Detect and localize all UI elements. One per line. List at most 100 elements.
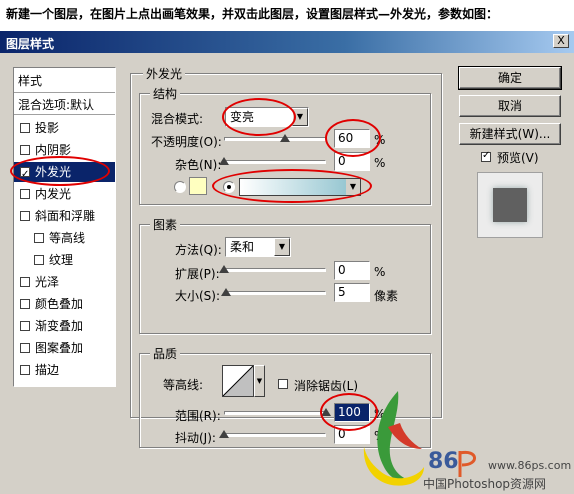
highlight-ellipse (212, 169, 372, 203)
opacity-slider-thumb[interactable] (280, 134, 291, 142)
jitter-slider-thumb[interactable] (219, 430, 229, 438)
style-item-checkbox[interactable] (20, 365, 30, 375)
noise-slider-track[interactable] (224, 160, 326, 164)
86ps-logo-swirl-icon (363, 391, 424, 486)
style-item-label: 内阴影 (35, 143, 72, 157)
technique-select[interactable]: 柔和 ▼ (225, 237, 291, 257)
style-item[interactable]: 内阴影 (14, 140, 115, 160)
size-input[interactable]: 5 (334, 283, 370, 302)
instruction-text: 新建一个图层，在图片上点出画笔效果，并双击此图层，设置图层样式—外发光，参数如图… (6, 7, 499, 21)
spread-slider-thumb[interactable] (219, 265, 229, 273)
size-slider-thumb[interactable] (221, 288, 232, 296)
style-item[interactable]: 斜面和浮雕 (14, 206, 115, 226)
size-unit: 像素 (374, 289, 399, 303)
spread-label: 扩展(P): (175, 267, 220, 281)
elements-group (139, 224, 431, 334)
style-item-checkbox[interactable] (34, 233, 44, 243)
style-item-checkbox[interactable] (20, 299, 30, 309)
solid-color-radio[interactable] (174, 181, 186, 193)
highlight-ellipse (320, 393, 378, 431)
style-item-label: 投影 (35, 121, 60, 135)
highlight-ellipse (325, 119, 381, 157)
style-item-checkbox[interactable] (34, 255, 44, 265)
dialog-titlebar[interactable]: 图层样式 X (0, 31, 574, 53)
outer-glow-title: 外发光 (143, 65, 186, 82)
glow-color-swatch[interactable] (189, 177, 207, 195)
quality-group (139, 353, 431, 448)
preview-label: 预览(V) (497, 151, 539, 165)
styles-header[interactable]: 样式 (18, 74, 43, 88)
style-item[interactable]: 内发光 (14, 184, 115, 204)
size-slider-track[interactable] (224, 291, 326, 295)
contour-picker[interactable] (222, 365, 254, 397)
list-divider (14, 114, 115, 115)
style-item-checkbox[interactable] (20, 189, 30, 199)
styles-list: 样式 混合选项:默认 投影内阴影外发光内发光斜面和浮雕等高线纹理光泽颜色叠加渐变… (13, 67, 116, 387)
style-preview-box (477, 172, 543, 238)
jitter-slider-track[interactable] (224, 433, 326, 437)
structure-title: 结构 (150, 85, 181, 102)
style-item-checkbox[interactable] (20, 211, 30, 221)
chevron-down-icon[interactable]: ▼ (254, 365, 265, 397)
style-item-label: 等高线 (49, 231, 86, 245)
style-item-label: 内发光 (35, 187, 72, 201)
opacity-label: 不透明度(O): (151, 135, 222, 149)
style-item-label: 纹理 (49, 253, 74, 267)
style-item-label: 颜色叠加 (35, 297, 84, 311)
style-item[interactable]: 投影 (14, 118, 115, 138)
spread-input[interactable]: 0 (334, 261, 370, 280)
noise-unit: % (374, 156, 386, 170)
range-slider-track[interactable] (224, 411, 326, 415)
watermark-logo-text: 86 (428, 449, 459, 474)
style-item-checkbox[interactable] (20, 343, 30, 353)
style-item-checkbox[interactable] (20, 277, 30, 287)
watermark-url: www.86ps.com (488, 459, 572, 472)
opacity-slider-track[interactable] (224, 137, 326, 141)
linear-contour-icon (222, 365, 254, 397)
technique-label: 方法(Q): (175, 243, 222, 257)
watermark-site-name: 中国Photoshop资源网 (423, 477, 547, 491)
jitter-label: 抖动(J): (175, 431, 216, 445)
range-unit: % (374, 407, 386, 421)
noise-label: 杂色(N): (175, 158, 222, 172)
dialog-title: 图层样式 (6, 37, 55, 51)
spread-slider-track[interactable] (224, 268, 326, 272)
highlight-ellipse (222, 98, 296, 136)
blending-options-item[interactable]: 混合选项:默认 (18, 98, 95, 112)
watermark-p-icon (458, 450, 476, 477)
noise-slider-thumb[interactable] (219, 157, 229, 165)
spread-unit: % (374, 265, 386, 279)
structure-group (139, 93, 431, 205)
style-item[interactable]: 光泽 (14, 272, 115, 292)
style-item-label: 渐变叠加 (35, 319, 84, 333)
highlight-ellipse (10, 156, 110, 186)
blend-mode-label: 混合模式: (151, 112, 204, 126)
style-item-checkbox[interactable] (20, 145, 30, 155)
quality-title: 品质 (150, 345, 181, 362)
style-item-checkbox[interactable] (20, 321, 30, 331)
style-item[interactable]: 描边 (14, 360, 115, 380)
preview-checkbox[interactable] (481, 150, 491, 162)
ok-button[interactable]: 确定 (458, 66, 562, 90)
style-item[interactable]: 等高线 (14, 228, 115, 248)
list-divider (14, 92, 115, 93)
cancel-button[interactable]: 取消 (459, 95, 561, 117)
style-item-label: 光泽 (35, 275, 60, 289)
style-item[interactable]: 颜色叠加 (14, 294, 115, 314)
contour-label: 等高线: (163, 378, 204, 392)
close-button[interactable]: X (553, 34, 569, 48)
elements-title: 图素 (150, 216, 181, 233)
size-label: 大小(S): (175, 289, 221, 303)
style-item[interactable]: 渐变叠加 (14, 316, 115, 336)
antialias-checkbox[interactable] (278, 379, 288, 389)
style-item-label: 斜面和浮雕 (35, 209, 96, 223)
outer-glow-group (130, 73, 442, 418)
style-item[interactable]: 图案叠加 (14, 338, 115, 358)
new-style-button[interactable]: 新建样式(W)... (459, 123, 561, 145)
style-item-checkbox[interactable] (20, 123, 30, 133)
range-label: 范围(R): (175, 409, 221, 423)
style-item[interactable]: 纹理 (14, 250, 115, 270)
style-item-label: 图案叠加 (35, 341, 84, 355)
preview-swatch (493, 188, 527, 222)
